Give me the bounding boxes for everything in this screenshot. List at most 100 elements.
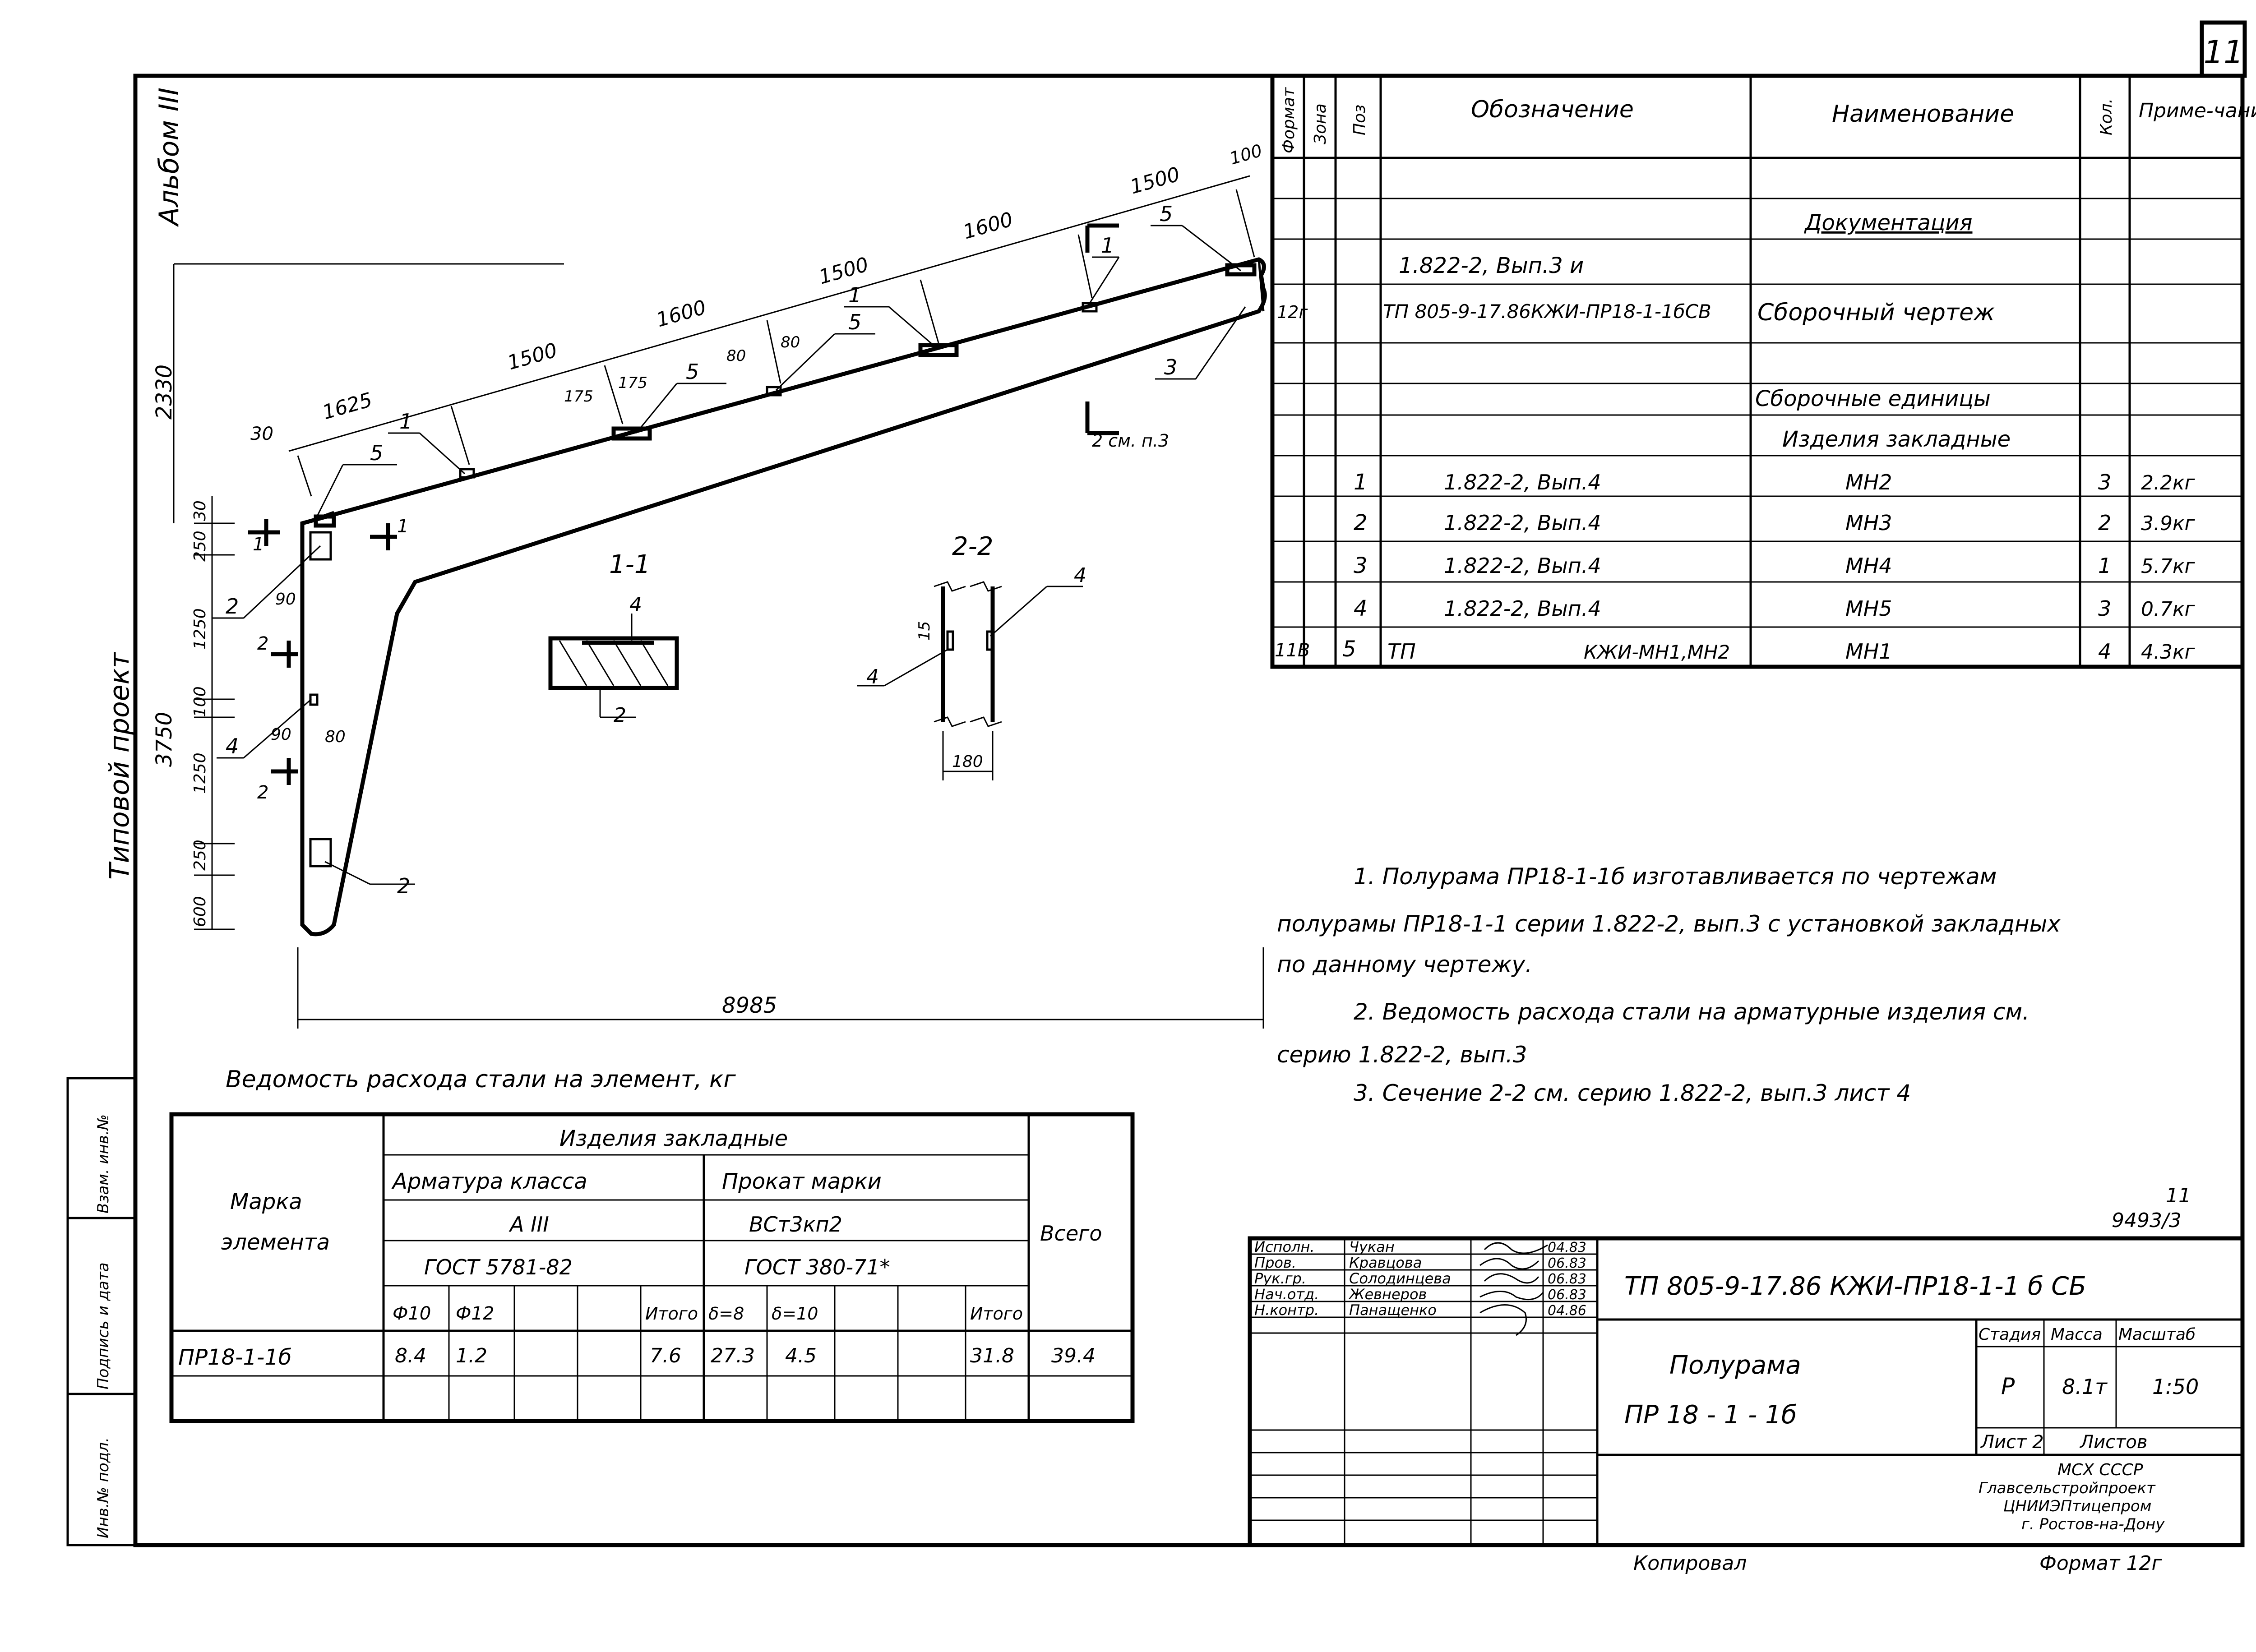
- dim-w90b: 90: [271, 725, 291, 744]
- note-line-2: полурамы ПР18-1-1 серии 1.822-2, вып.3 с…: [1277, 911, 2061, 937]
- section-1-1-label-4: 4: [629, 593, 642, 616]
- title-block-grid: [1248, 1236, 2245, 1547]
- spec-row-note: 3.9кг: [2141, 512, 2196, 535]
- spec-row-qty: 4: [2098, 639, 2111, 664]
- title-name-1: Полурама: [1669, 1351, 1801, 1380]
- spec-doc-row2-code: ТП 805-9-17.86КЖИ-ПР18-1-1бСВ: [1383, 300, 1711, 323]
- dim-col-5: 1250: [191, 752, 209, 794]
- section-1-1: [548, 614, 679, 718]
- dim-side: 3750: [152, 712, 177, 767]
- callout-5b: 5: [686, 360, 699, 384]
- steel-row-cell: 7.6: [650, 1344, 681, 1367]
- spec-header-code: Обозначение: [1471, 96, 1634, 123]
- title-stage: Р: [2001, 1373, 2015, 1399]
- people-name: Солодинцева: [1349, 1270, 1451, 1287]
- cut-1b: 1: [397, 516, 408, 537]
- cut-2a: 2: [257, 633, 268, 654]
- people-role: Пров.: [1254, 1254, 1296, 1271]
- section-2-2-dim-180: 180: [952, 752, 983, 771]
- spec-header-note: Приме-чание: [2139, 99, 2256, 122]
- org-line-4: г. Ростов-на-Дону: [2021, 1515, 2165, 1533]
- spec-row-note: 0.7кг: [2141, 598, 2196, 621]
- spec-row-code: 1.822-2, Вып.4: [1444, 596, 1601, 621]
- people-role: Рук.гр.: [1254, 1270, 1306, 1287]
- callout-1c: 1: [1101, 233, 1114, 258]
- callout-1a: 1: [399, 409, 412, 434]
- sheet-ref-top: 11: [2166, 1184, 2191, 1207]
- steel-sub-cell: Итого: [970, 1304, 1023, 1324]
- org-line-2: Главсельстройпроект: [1979, 1479, 2156, 1497]
- steel-h-roll-gost: ГОСТ 380-71*: [744, 1255, 890, 1279]
- section-1-1-title: 1-1: [609, 550, 650, 579]
- people-date: 04.86: [1548, 1303, 1586, 1319]
- spec-row-name: МН1: [1845, 639, 1892, 664]
- sheet-ref-code: 9493/3: [2112, 1209, 2182, 1232]
- steel-table-caption: Ведомость расхода стали на элемент, кг: [226, 1066, 736, 1093]
- callout-1b: 1: [848, 283, 861, 307]
- steel-table-grid: [169, 1112, 1135, 1423]
- spec-section-embedded: Изделия закладные: [1782, 427, 2011, 452]
- steel-sub-cell: Ф10: [393, 1303, 431, 1324]
- stamp-side-3: Взам. инв.№: [94, 1114, 112, 1214]
- steel-row-cell: 8.4: [395, 1344, 426, 1367]
- note-line-4: 2. Ведомость расхода стали на арматурные…: [1354, 999, 2029, 1025]
- title-sheets: Листов: [2079, 1432, 2147, 1453]
- general-notes: 1. Полурама ПР18-1-1б изготавливается по…: [1277, 863, 2061, 1106]
- spec-row-pos: 5: [1342, 637, 1356, 662]
- spec-row-name: МН4: [1845, 554, 1892, 578]
- spec-row-pos: 3: [1354, 553, 1368, 578]
- section-2-2-dim-15: 15: [915, 621, 934, 641]
- cut-2b: 2: [257, 782, 268, 803]
- spec-row-pos: 2: [1354, 510, 1368, 535]
- spec-section-docs: Документация: [1804, 210, 1973, 235]
- spec-row-qty: 3: [2098, 596, 2111, 621]
- dim-base: 8985: [722, 993, 777, 1018]
- spec-header-qty: Кол.: [2097, 98, 2116, 135]
- title-people: Исполн. Чукан 04.83 Пров. Кравцова 06.83…: [1254, 1238, 1586, 1319]
- spec-header-pos: Поз: [1350, 105, 1369, 135]
- dim-left-small: 30: [250, 424, 273, 444]
- spec-row-name: МН5: [1845, 596, 1892, 621]
- stamp-side-1: Инв.№ подл.: [94, 1437, 112, 1538]
- spec-doc-row2-format: 12г: [1277, 302, 1308, 322]
- spec-row-code: 1.822-2, Вып.4: [1444, 511, 1601, 535]
- spec-row-code2: КЖИ-МН1,МН2: [1584, 641, 1730, 663]
- steel-h-rebar: Арматура класса: [391, 1169, 587, 1194]
- dim-height: 2330: [152, 365, 177, 420]
- org-line-3: ЦНИИЭПтицепром: [2003, 1497, 2151, 1515]
- dim-w80: 80: [325, 728, 346, 746]
- dimension-lines: [173, 175, 1264, 1029]
- org-line-1: МСХ СССР: [2057, 1461, 2143, 1479]
- spec-row-pos: 4: [1354, 596, 1368, 621]
- title-mass: 8.1т: [2062, 1375, 2108, 1399]
- dim-seg-4: 1500: [816, 253, 871, 289]
- steel-subheaders: Ф10 Ф12 Итого δ=8 δ=10 Итого: [393, 1303, 1023, 1324]
- spec-row-note: 2.2кг: [2141, 471, 2196, 494]
- steel-row-total: 39.4: [1051, 1344, 1096, 1367]
- dim-col-7: 600: [191, 896, 209, 927]
- dim-pad1: 175: [564, 388, 593, 406]
- dim-seg-2: 1500: [505, 339, 560, 375]
- callout-leaders: [212, 223, 1246, 885]
- spec-row-code: ТП: [1387, 639, 1416, 664]
- dim-pad3: 80: [726, 347, 746, 365]
- spec-row-2: 2 1.822-2, Вып.4 МН3 2 3.9кг: [1354, 510, 2196, 535]
- people-role: Исполн.: [1254, 1238, 1315, 1255]
- section-1-1-label-2: 2: [614, 704, 626, 727]
- spec-row-format: 11В: [1275, 640, 1310, 661]
- album-label: Альбом III: [153, 88, 185, 227]
- title-h-scale: Масштаб: [2118, 1325, 2196, 1344]
- steel-h-group: Изделия закладные: [559, 1126, 788, 1151]
- steel-data-row: ПР18-1-1б 8.4 1.2 7.6 27.3 4.5 31.8 39.4: [178, 1344, 1096, 1370]
- spec-row-3: 3 1.822-2, Вып.4 МН4 1 5.7кг: [1354, 553, 2196, 578]
- spec-doc-row2-name: Сборочный чертеж: [1757, 299, 1995, 326]
- people-date: 06.83: [1548, 1255, 1586, 1271]
- callout-2b: 2: [397, 874, 410, 898]
- steel-h-total: Всего: [1040, 1221, 1102, 1246]
- dim-pad4: 80: [781, 333, 800, 351]
- spec-row-qty: 1: [2098, 554, 2111, 578]
- dim-top-end: 100: [1227, 140, 1264, 168]
- spec-row-5: 11В 5 ТП КЖИ-МН1,МН2 МН1 4 4.3кг: [1275, 637, 2196, 664]
- people-role: Нач.отд.: [1254, 1286, 1319, 1303]
- title-h-stage: Стадия: [1979, 1325, 2041, 1344]
